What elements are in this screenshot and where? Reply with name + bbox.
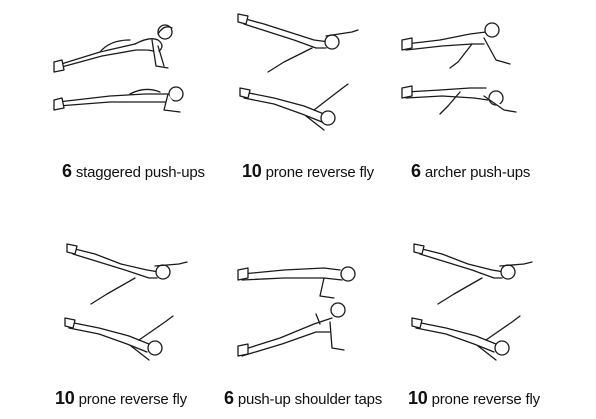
- exercise-illustration: [234, 10, 432, 135]
- exercise-name: push-up shoulder taps: [237, 391, 383, 408]
- rep-count: 10: [408, 388, 428, 408]
- exercise-illustration: [408, 238, 596, 368]
- rep-count: 6: [411, 161, 421, 181]
- exercise-illustration: [40, 10, 238, 130]
- rep-count: 6: [62, 161, 72, 181]
- exercise-name: prone reverse fly: [265, 164, 375, 181]
- exercise-illustration: [224, 238, 422, 368]
- superman-figure: [237, 13, 359, 131]
- exercise-illustration: [400, 10, 596, 130]
- superman-figure: [64, 243, 188, 361]
- exercise-name: staggered push-ups: [75, 164, 205, 181]
- exercise-name: archer push-ups: [424, 164, 531, 181]
- pushup-high-figure: [53, 24, 184, 113]
- exercise-illustration: [55, 238, 253, 368]
- rep-count: 10: [242, 161, 262, 181]
- superman-figure: [411, 243, 533, 361]
- rep-count: 6: [224, 388, 234, 408]
- exercise-name: prone reverse fly: [78, 391, 188, 408]
- shoulder-tap-figure: [237, 266, 356, 357]
- rep-count: 10: [55, 388, 75, 408]
- archer-pushup-figure: [401, 22, 517, 115]
- exercise-name: prone reverse fly: [431, 391, 541, 408]
